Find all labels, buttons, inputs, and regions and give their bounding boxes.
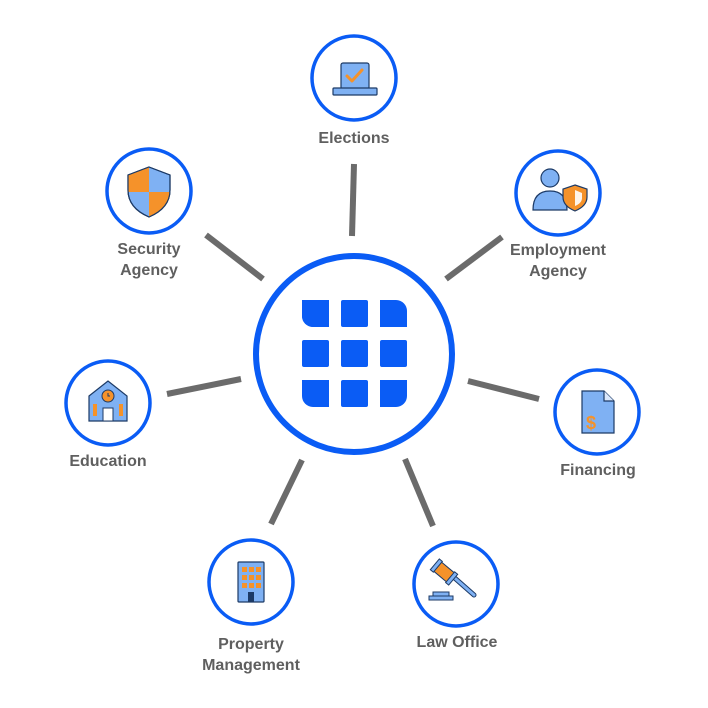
node-education <box>64 359 152 447</box>
gavel-icon <box>428 558 477 601</box>
label-employment-agency: Employment Agency <box>509 242 606 280</box>
node-financing: $ <box>553 368 641 456</box>
dollar-document-icon: $ <box>581 390 615 434</box>
connector-security-agency <box>204 232 265 282</box>
connector-education <box>166 376 242 397</box>
node-law-office <box>412 540 500 628</box>
node-circle <box>412 540 500 628</box>
user-shield-icon <box>532 168 588 212</box>
label-elections: Elections <box>318 130 390 147</box>
connector-law-office <box>402 457 436 528</box>
node-security-agency <box>105 147 193 235</box>
node-elections <box>310 34 398 122</box>
label-property-management: Property Management <box>202 636 300 674</box>
label-education: Education <box>69 453 147 470</box>
connectors <box>166 163 540 528</box>
hub-node <box>253 253 455 455</box>
connector-property-management <box>268 458 305 526</box>
label-financing: Financing <box>560 462 636 479</box>
node-property-management <box>207 538 295 626</box>
school-building-icon <box>88 380 128 422</box>
connector-employment-agency <box>444 234 504 282</box>
connector-elections <box>349 163 357 237</box>
ballot-box-icon <box>332 62 378 96</box>
label-security-agency: Security Agency <box>117 241 181 279</box>
connector-financing <box>467 378 540 402</box>
node-employment-agency <box>514 149 602 237</box>
label-law-office: Law Office <box>416 634 498 651</box>
app-grid-icon <box>302 300 407 407</box>
security-shield-icon <box>127 166 171 218</box>
office-building-icon <box>237 561 265 603</box>
svg-text:$: $ <box>586 413 596 433</box>
